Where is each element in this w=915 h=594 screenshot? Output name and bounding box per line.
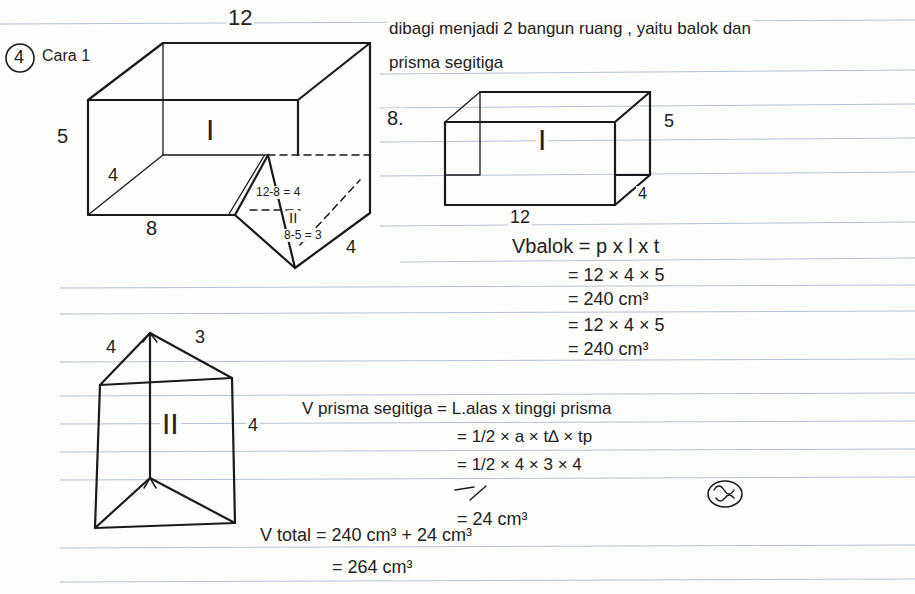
handwritten-label: prisma segitiga [387, 54, 505, 72]
handwritten-label: = 12 × 4 × 5 [566, 316, 667, 335]
handwritten-label: 4 [246, 416, 260, 435]
handwritten-label: = 1/2 × 4 × 3 × 4 [455, 456, 584, 474]
handwritten-label: 5 [55, 126, 70, 147]
handwritten-label: = 264 cm³ [330, 558, 415, 577]
handwritten-label: 12 [508, 208, 532, 227]
handwritten-label: II [287, 210, 299, 226]
handwritten-label: 4 [106, 166, 120, 185]
handwritten-label: V prisma segitiga = L.alas x tinggi pris… [300, 400, 613, 418]
handwritten-label: 4 [12, 48, 26, 67]
handwritten-label: = 1/2 × a × t∆ × tp [455, 428, 594, 446]
handwritten-label: 8 [144, 218, 159, 239]
handwritten-label: Vbalok = p x l x t [510, 236, 661, 257]
ruled-lines [0, 20, 915, 582]
handwritten-label: 5 [662, 112, 676, 131]
handwritten-label: 12-8 = 4 [254, 186, 302, 199]
handwritten-label: 4 [344, 238, 358, 257]
handwritten-label: I [204, 114, 216, 146]
handwritten-label: Cara 1 [40, 48, 92, 65]
handwritten-label: 4 [104, 338, 118, 357]
handwritten-label: = 240 cm³ [566, 340, 651, 359]
solid-figure [6, 43, 742, 528]
handwritten-label: = 240 cm³ [566, 290, 651, 309]
handwritten-label: = 12 × 4 × 5 [566, 266, 667, 285]
handwritten-label: V total = 240 cm³ + 24 cm³ [258, 526, 474, 545]
handwritten-label: 4 [636, 186, 649, 203]
handwritten-label: I [536, 124, 548, 156]
handwritten-label: 12 [226, 6, 254, 29]
handwritten-label: 8. [385, 108, 406, 129]
handwritten-label: dibagi menjadi 2 bangun ruang , yaitu ba… [387, 20, 753, 38]
handwritten-label: 3 [193, 328, 207, 347]
handwritten-label: 8-5 = 3 [282, 229, 324, 242]
handwritten-label: II [160, 408, 181, 440]
